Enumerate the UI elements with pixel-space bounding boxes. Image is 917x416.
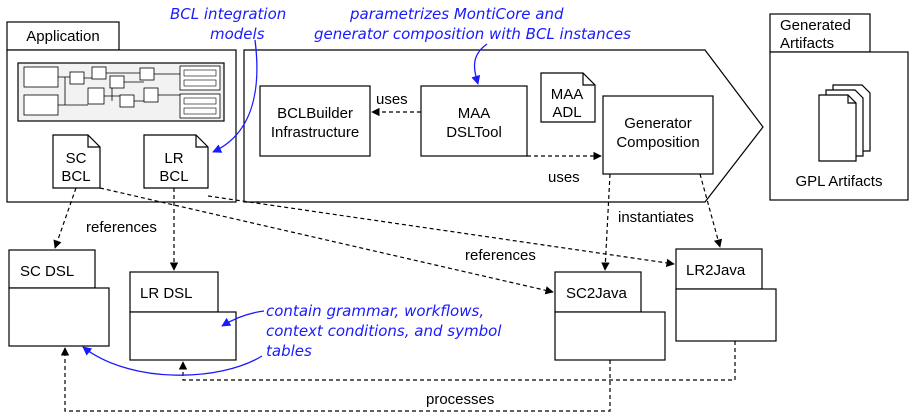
generated-title-1: Generated — [780, 17, 851, 34]
edges: uses uses references references instanti… — [53, 91, 736, 412]
processes-edge-sc — [60, 347, 611, 412]
lr-dsl-body — [129, 311, 237, 361]
application-package: Application SC BCL — [6, 21, 237, 203]
generator-composition-box — [602, 95, 714, 175]
sc2java-body — [554, 311, 666, 361]
instantiates-label: instantiates — [618, 209, 694, 226]
bclbuilder-label-2: Infrastructure — [271, 124, 359, 141]
sc-bcl-label-1: SC — [66, 150, 87, 167]
sc-dsl-label: SC DSL — [20, 263, 74, 280]
references-edge-sc — [53, 187, 77, 249]
sc-dsl-body — [8, 287, 110, 347]
annotation-contain-1: contain grammar, workflows, — [266, 302, 484, 320]
application-title: Application — [26, 28, 99, 45]
sc2java-tab — [554, 271, 642, 313]
lr2java-body — [675, 288, 777, 342]
annotation-contain-arrow-sc — [82, 346, 263, 376]
generated-title-2: Artifacts — [780, 35, 834, 52]
lr-dsl-label: LR DSL — [140, 285, 193, 302]
sc-dsl-component: SC DSL — [8, 249, 110, 347]
annotation-integration-1: BCL integration — [170, 5, 286, 23]
generator-label-1: Generator — [624, 115, 692, 132]
sc2java-label: SC2Java — [566, 285, 628, 302]
sc-dsl-tab — [8, 249, 96, 289]
annotation-contain-2: context conditions, and symbol — [266, 322, 502, 340]
references-edge-lr2java — [207, 195, 675, 268]
annotation-integration-2: models — [210, 25, 265, 43]
lr-dsl-tab — [129, 271, 219, 313]
annotation-contain-3: tables — [266, 342, 312, 360]
lr2java-tab — [675, 248, 763, 290]
sc-bcl-document — [52, 134, 101, 189]
application-tab — [6, 21, 120, 51]
bclbuilder-box — [259, 85, 371, 157]
references-label-mid: references — [465, 247, 536, 264]
annotation-param-1: parametrizes MontiCore and — [349, 5, 564, 23]
sc2java-component: SC2Java — [554, 271, 666, 361]
circuit-thumbnail — [17, 62, 225, 122]
lr2java-label: LR2Java — [686, 262, 746, 279]
references-edge-sc2java — [99, 187, 554, 295]
dsltool-container: BCLBuilder Infrastructure MAA DSLTool MA… — [243, 49, 764, 203]
lr2java-component: LR2Java — [675, 248, 777, 342]
uses-label-bottom: uses — [548, 169, 580, 186]
annotation-integration-arrow — [212, 39, 258, 153]
instantiates-edge-sc2java — [601, 173, 611, 271]
maa-adl-label-2: ADL — [552, 104, 581, 121]
lr-bcl-document — [143, 134, 209, 189]
generator-label-2: Composition — [616, 134, 699, 151]
maa-dsltool-label-2: DSLTool — [446, 124, 502, 141]
references-label-left: references — [86, 219, 157, 236]
processes-label: processes — [426, 391, 494, 408]
bclbuilder-label-1: BCLBuilder — [277, 105, 353, 122]
instantiates-edge-lr2java — [699, 173, 723, 248]
artifact-doc-1 — [818, 94, 857, 162]
annotations: BCL integration models parametrizes Mont… — [82, 5, 631, 376]
lr-bcl-label-2: BCL — [159, 168, 188, 185]
generated-artifacts-package: Generated Artifacts GPL Artifacts — [769, 13, 909, 201]
annotation-contain-arrow-lr — [221, 310, 265, 327]
lr-bcl-label-1: LR — [164, 150, 183, 167]
processes-edge-lr — [178, 341, 736, 381]
maa-dsltool-box — [420, 85, 528, 157]
maa-adl-document — [540, 72, 596, 123]
uses-label-left: uses — [376, 91, 408, 108]
annotation-param-2: generator composition with BCL instances — [314, 25, 631, 43]
maa-dsltool-label-1: MAA — [458, 105, 491, 122]
lr-dsl-component: LR DSL — [129, 271, 237, 361]
sc-bcl-label-2: BCL — [61, 168, 90, 185]
maa-adl-label-1: MAA — [551, 86, 584, 103]
annotation-param-arrow — [471, 43, 488, 85]
gpl-artifacts-label: GPL Artifacts — [796, 173, 883, 190]
